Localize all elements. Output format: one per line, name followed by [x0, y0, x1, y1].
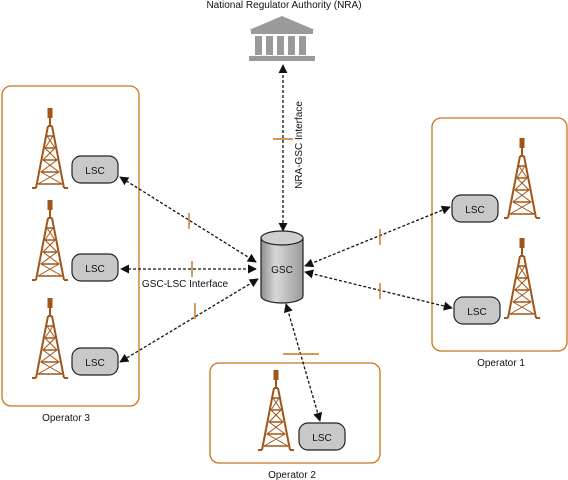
gsc-database-node: GSC — [260, 230, 304, 304]
lsc-node: LSC — [451, 194, 499, 223]
gsc-lsc-interface-label: GSC-LSC Interface — [142, 279, 229, 290]
lsc-label: LSC — [467, 307, 486, 318]
tower-icon — [503, 137, 541, 219]
lsc-label: LSC — [85, 166, 104, 177]
nra-gsc-interface-label: NRA-GSC Interface — [294, 101, 305, 189]
gsc-lsc-link — [304, 269, 453, 311]
lsc-label: LSC — [85, 264, 104, 275]
operator-1-label: Operator 1 — [477, 358, 525, 369]
tower-icon — [31, 107, 69, 189]
lsc-label: LSC — [465, 205, 484, 216]
operator-2-box — [209, 362, 381, 464]
lsc-node: LSC — [71, 253, 119, 282]
lsc-node: LSC — [71, 347, 119, 376]
tower-icon — [31, 297, 69, 379]
operator-2-label: Operator 2 — [268, 470, 316, 480]
lsc-node: LSC — [71, 155, 119, 184]
lsc-node: LSC — [298, 422, 346, 451]
tower-icon — [503, 237, 541, 319]
lsc-node: LSC — [453, 296, 501, 325]
tower-icon — [31, 199, 69, 281]
gsc-lsc-link — [119, 278, 259, 363]
nra-building-icon — [249, 16, 315, 61]
lsc-label: LSC — [312, 433, 331, 444]
gsc-lsc-link — [304, 205, 451, 268]
gsc-lsc-link — [119, 176, 257, 263]
gsc-label: GSC — [271, 265, 293, 276]
tower-icon — [257, 369, 295, 451]
gsc-lsc-link — [283, 303, 323, 422]
nra-label: National Regulator Authority (NRA) — [206, 0, 361, 11]
operator-3-label: Operator 3 — [42, 413, 90, 424]
lsc-label: LSC — [85, 358, 104, 369]
